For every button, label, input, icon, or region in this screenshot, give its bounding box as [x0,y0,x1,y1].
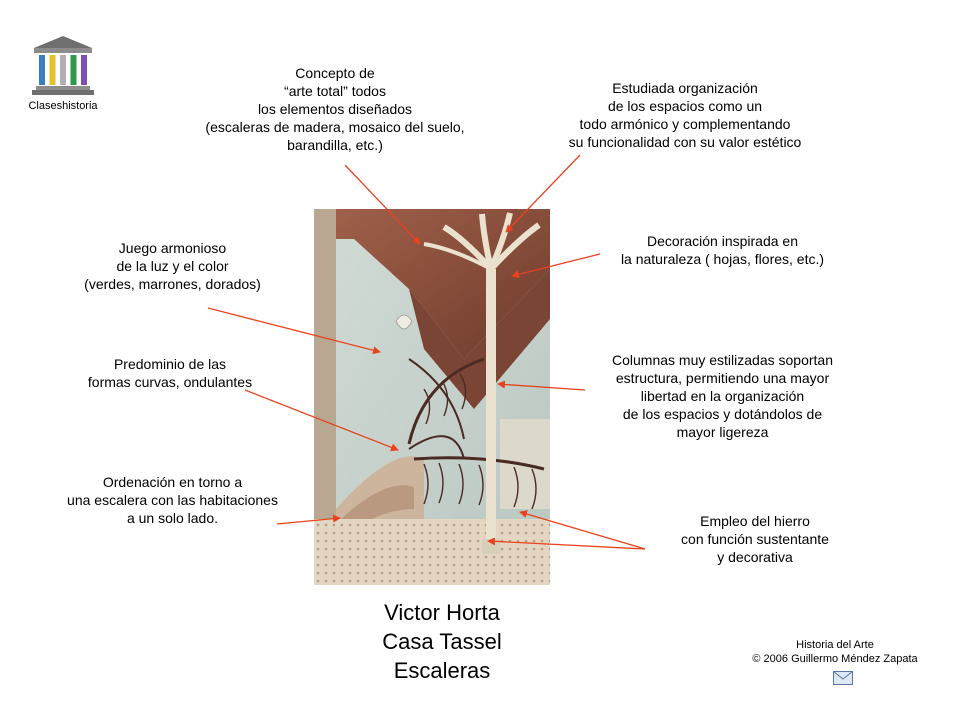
annotation-hierro: Empleo del hierro con función sustentant… [681,513,829,565]
site-name: Claseshistoria [28,100,98,112]
logo-column [39,55,45,85]
staircase-photo [314,209,550,585]
annotation-decoracion: Decoración inspirada en la naturaleza ( … [620,233,825,267]
footer-credits: Historia del Arte © 2006 Guillermo Ménde… [752,639,918,665]
annotation-columnas: Columnas muy estilizadas soportan estruc… [612,352,833,440]
annotation-concepto: Concepto de “arte total” todos los eleme… [205,65,465,153]
logo-column [60,55,66,85]
envelope-icon[interactable] [833,671,853,685]
logo-column [49,55,56,85]
temple-icon [32,36,94,95]
logo-column [70,55,77,85]
annotation-ordenacion: Ordenación en torno a una escalera con l… [67,474,278,526]
annotation-juego: Juego armonioso de la luz y el color (ve… [84,240,261,292]
annotation-predominio: Predominio de las formas curvas, ondulan… [87,356,253,390]
slide-caption: Victor Horta Casa Tassel Escaleras [382,600,502,683]
annotation-organizacion: Estudiada organización de los espacios c… [568,80,802,150]
logo-column [81,55,87,85]
